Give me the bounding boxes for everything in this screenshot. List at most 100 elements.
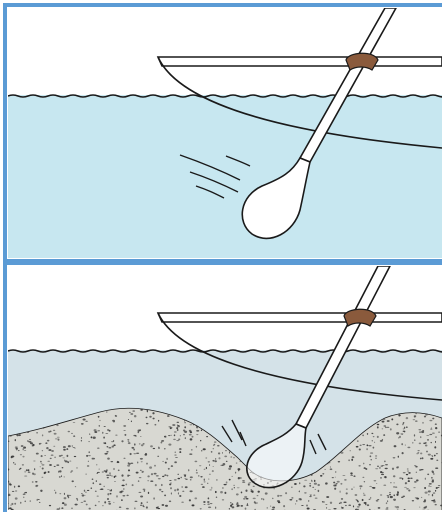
gravel-speck bbox=[108, 503, 111, 505]
gravel-speck bbox=[435, 455, 436, 456]
gravel-speck bbox=[315, 497, 318, 498]
gravel-speck bbox=[110, 461, 113, 462]
gravel-speck bbox=[425, 506, 427, 508]
gravel-speck bbox=[54, 466, 56, 467]
gravel-speck bbox=[134, 415, 137, 417]
gravel-speck bbox=[201, 484, 203, 485]
gravel-speck bbox=[144, 454, 147, 456]
gravel-speck bbox=[432, 432, 435, 433]
gravel-speck bbox=[96, 464, 97, 466]
gravel-speck bbox=[417, 452, 419, 453]
gravel-speck bbox=[257, 502, 258, 503]
gravel-speck bbox=[196, 472, 198, 474]
gravel-speck bbox=[86, 455, 88, 457]
gravel-speck bbox=[310, 495, 312, 497]
gravel-speck bbox=[170, 428, 172, 430]
gravel-speck bbox=[164, 436, 166, 437]
gravel-speck bbox=[96, 480, 97, 482]
gravel-speck bbox=[429, 483, 432, 484]
gravel-speck bbox=[422, 457, 424, 459]
gravel-speck bbox=[154, 424, 156, 426]
gravel-speck bbox=[77, 499, 78, 500]
gravel-speck bbox=[369, 464, 371, 465]
gravel-speck bbox=[107, 429, 109, 431]
gravel-speck bbox=[390, 428, 392, 430]
gravel-speck bbox=[344, 479, 347, 481]
water bbox=[8, 95, 442, 260]
gravel-speck bbox=[95, 491, 97, 492]
gravel-speck bbox=[115, 475, 116, 477]
gravel-speck bbox=[226, 461, 228, 462]
gravel-speck bbox=[309, 485, 311, 487]
gravel-speck bbox=[346, 492, 348, 494]
gravel-speck bbox=[64, 460, 65, 461]
gravel-speck bbox=[40, 490, 42, 492]
gravel-speck bbox=[147, 475, 149, 477]
gravel-speck bbox=[73, 422, 76, 423]
gravel-speck bbox=[295, 503, 296, 504]
gravel-speck bbox=[407, 471, 409, 472]
gravel-speck bbox=[377, 499, 379, 500]
gravel-speck bbox=[357, 501, 359, 502]
gravel-speck bbox=[185, 479, 188, 480]
gravel-speck bbox=[128, 469, 130, 471]
gravel-speck bbox=[133, 453, 136, 454]
gravel-speck bbox=[88, 455, 91, 456]
gravel-speck bbox=[100, 489, 102, 490]
gravel-speck bbox=[166, 458, 167, 460]
gravel-speck bbox=[396, 506, 399, 508]
gravel-speck bbox=[385, 464, 388, 465]
gravel-speck bbox=[190, 479, 192, 481]
gravel-speck bbox=[406, 474, 408, 475]
gravel-speck bbox=[336, 483, 338, 484]
gravel-speck bbox=[144, 490, 146, 492]
gravel-speck bbox=[404, 431, 405, 432]
gravel-speck bbox=[71, 433, 73, 434]
gravel-speck bbox=[71, 507, 73, 509]
gravel-speck bbox=[181, 502, 184, 503]
gravel-speck bbox=[18, 485, 20, 487]
gravel-speck bbox=[99, 425, 100, 426]
gravel-speck bbox=[211, 487, 212, 489]
gravel-speck bbox=[394, 445, 397, 447]
gravel-speck bbox=[263, 498, 264, 500]
gravel-speck bbox=[250, 489, 252, 490]
gravel-speck bbox=[66, 455, 68, 457]
gravel-speck bbox=[426, 435, 429, 436]
gravel-speck bbox=[377, 465, 379, 467]
gravel-speck bbox=[177, 425, 180, 427]
gravel-speck bbox=[350, 475, 353, 476]
gravel-speck bbox=[143, 443, 145, 444]
gravel-speck bbox=[9, 435, 12, 437]
gravel-speck bbox=[107, 489, 110, 490]
gravel-speck bbox=[229, 508, 230, 510]
gravel-speck bbox=[382, 428, 384, 429]
gravel-speck bbox=[350, 450, 351, 451]
gravel-speck bbox=[178, 439, 180, 440]
gravel-speck bbox=[407, 447, 410, 449]
gravel-speck bbox=[86, 473, 87, 474]
gravel-speck bbox=[237, 502, 239, 504]
gravel-speck bbox=[61, 455, 63, 456]
gravel-speck bbox=[123, 430, 125, 431]
gravel-speck bbox=[44, 472, 46, 473]
gravel-speck bbox=[395, 506, 396, 508]
gravel-speck bbox=[85, 492, 87, 493]
gravel-speck bbox=[200, 440, 201, 442]
gravel-speck bbox=[435, 436, 436, 438]
gravel-speck bbox=[373, 436, 375, 437]
gravel-speck bbox=[431, 442, 432, 443]
gravel-speck bbox=[7, 468, 9, 470]
gravel-speck bbox=[436, 460, 438, 461]
gravel-speck bbox=[165, 505, 168, 507]
gravel-speck bbox=[420, 452, 422, 454]
gravel-speck bbox=[174, 489, 176, 491]
gravel-speck bbox=[419, 507, 420, 508]
gravel-speck bbox=[15, 491, 17, 492]
gravel-speck bbox=[54, 433, 57, 435]
gravel-speck bbox=[128, 442, 131, 444]
gravel-speck bbox=[126, 508, 129, 509]
gravel-speck bbox=[192, 436, 194, 438]
gravel-speck bbox=[424, 443, 426, 444]
